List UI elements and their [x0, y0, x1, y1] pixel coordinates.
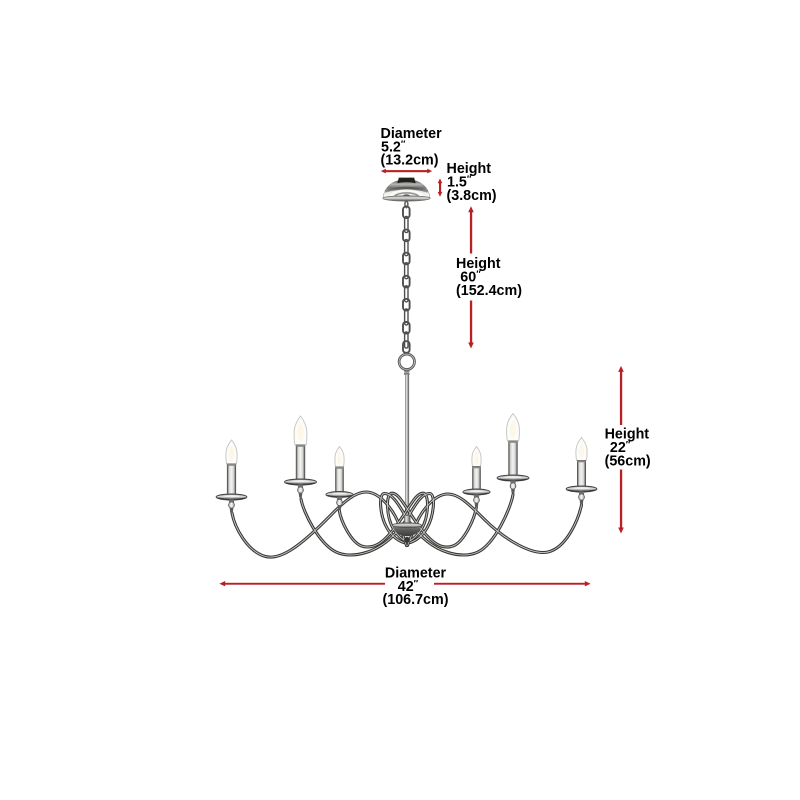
svg-text:Diameter: Diameter	[385, 566, 447, 582]
svg-text:(3.8cm): (3.8cm)	[447, 188, 497, 204]
svg-text:60″: 60″	[460, 269, 481, 286]
svg-text:Height: Height	[605, 427, 650, 443]
svg-text:5.2″: 5.2″	[381, 139, 406, 156]
svg-text:Diameter: Diameter	[381, 126, 443, 142]
svg-text:(152.4cm): (152.4cm)	[456, 283, 522, 299]
svg-text:(13.2cm): (13.2cm)	[381, 153, 439, 169]
svg-text:(56cm): (56cm)	[605, 453, 651, 469]
svg-text:42″: 42″	[398, 579, 419, 596]
svg-text:Height: Height	[447, 161, 492, 177]
svg-text:22″: 22″	[610, 440, 631, 457]
svg-text:1.5″: 1.5″	[447, 174, 472, 191]
svg-text:Height: Height	[456, 256, 501, 272]
svg-text:(106.7cm): (106.7cm)	[383, 592, 449, 608]
